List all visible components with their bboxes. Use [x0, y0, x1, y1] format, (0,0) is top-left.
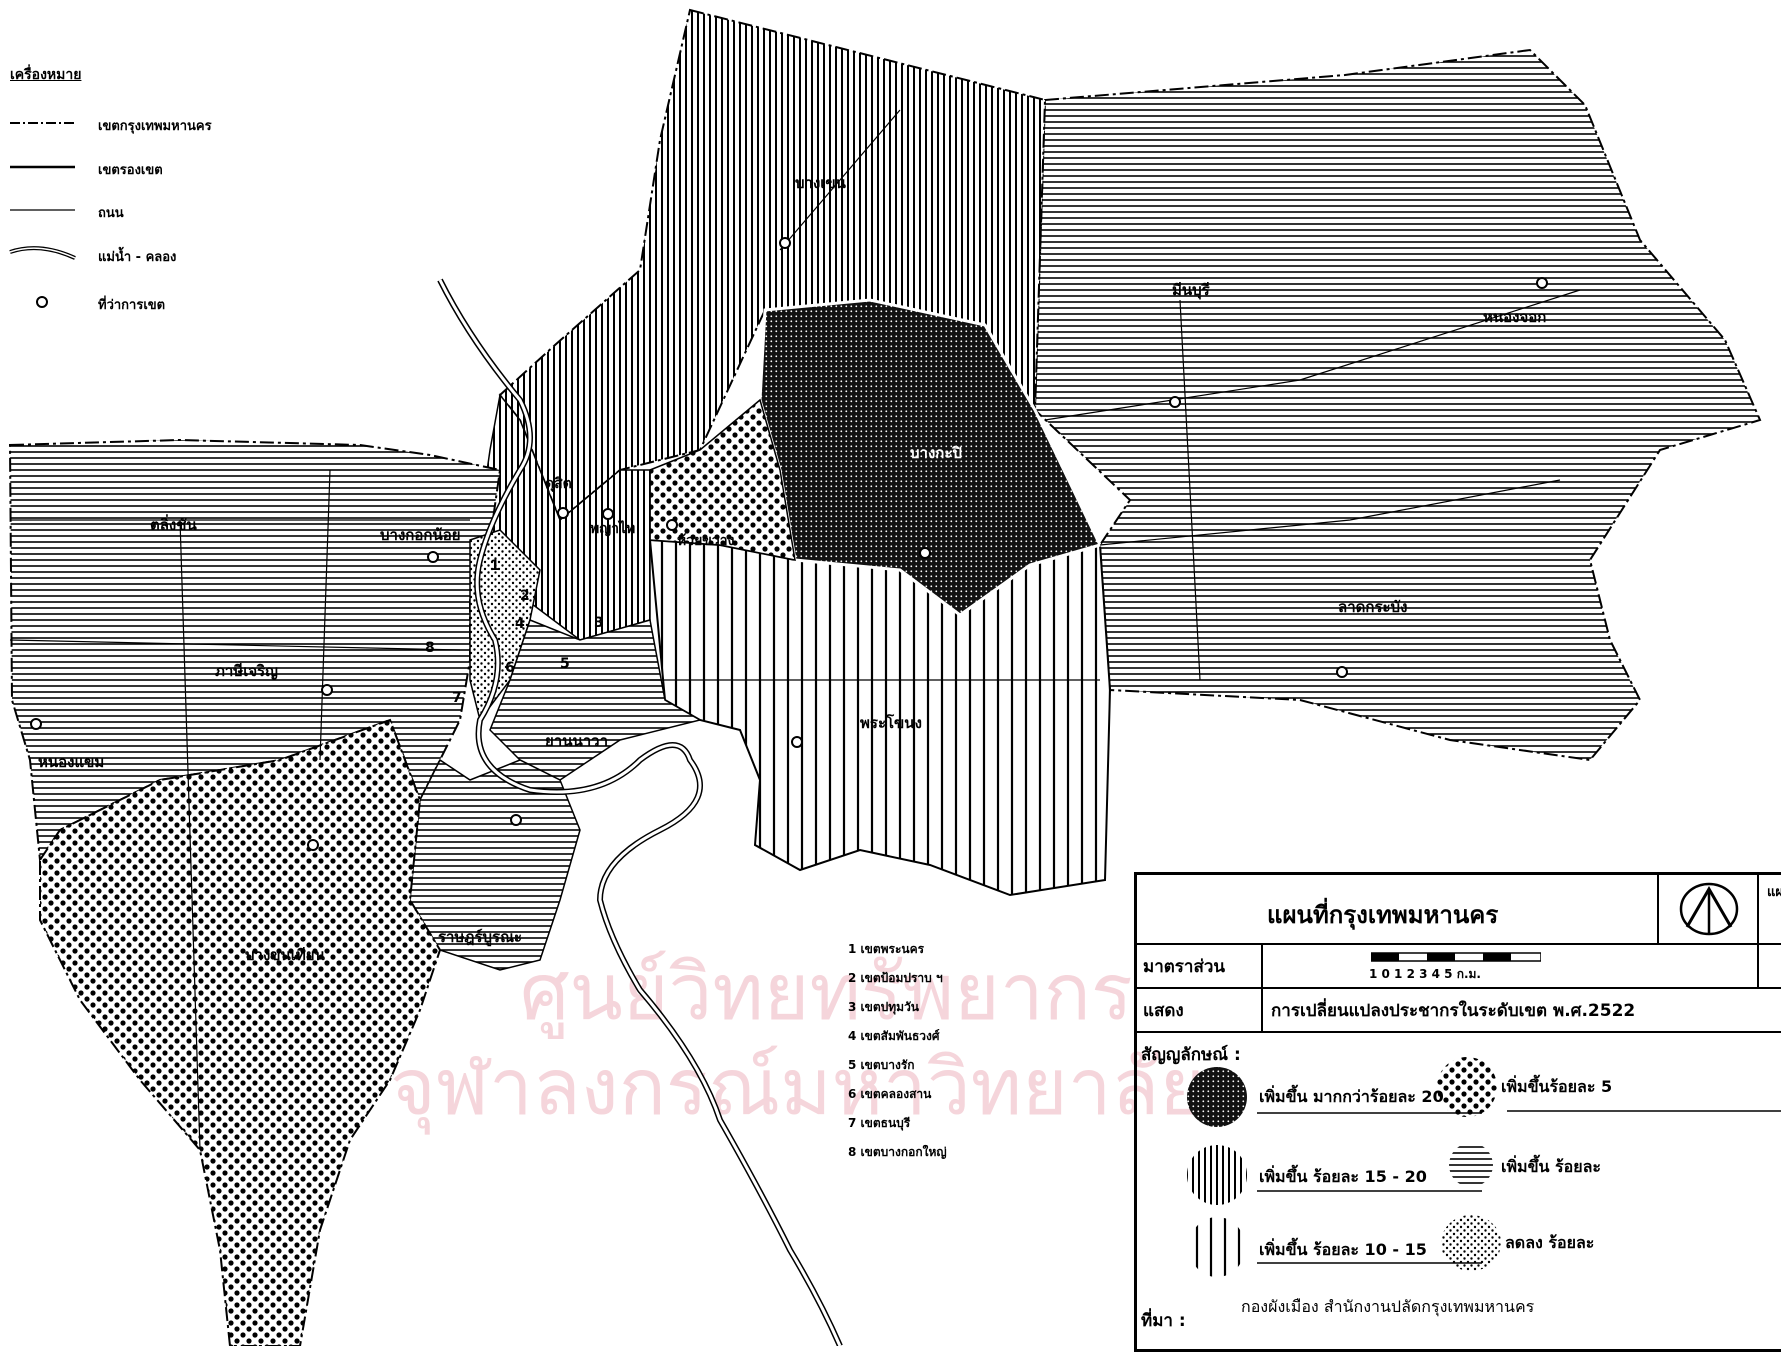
symbol-label-increase: เพิ่มขึ้น ร้อยละ: [1501, 1157, 1601, 1176]
list-item: 6 เขตคลองสาน: [848, 1087, 932, 1101]
inner-number-2: 2: [520, 588, 530, 604]
list-item: 7 เขตธนบุรี: [848, 1116, 911, 1130]
district-label-bang-khun-thian: บางขุนเทียน: [245, 946, 326, 965]
symbol-label-over-20: เพิ่มขึ้น มากกว่าร้อยละ 20: [1259, 1087, 1444, 1106]
info-scale-row: มาตราส่วน 1 0 1 2 3 4 5 ก.ม.: [1137, 943, 1781, 989]
district-label-bang-khen: บางเขน: [795, 174, 847, 192]
legend-item-road: ถนน: [98, 206, 124, 221]
show-label: แสดง: [1143, 1001, 1184, 1021]
district-label-min-buri: มีนบุรี: [1172, 281, 1211, 300]
numbered-district-list: 1 เขตพระนคร 2 เขตป้อมปราบ ฯ 3 เขตปทุมวัน…: [848, 935, 947, 1167]
district-label-phasi-charoen: ภาษีเจริญ: [215, 662, 278, 680]
inner-number-5: 5: [560, 656, 570, 672]
info-show-row: แสดง การเปลี่ยนแปลงประชากรในระดับเขต พ.ศ…: [1137, 987, 1781, 1033]
legend-item-river: แม่น้ำ - คลอง: [98, 250, 177, 265]
watermark-line2: จุฬาลงกรณ์มหาวิทยาลัย: [390, 1043, 1206, 1133]
inner-number-3: 3: [594, 615, 604, 631]
show-text: การเปลี่ยนแปลงประชากรในระดับเขต พ.ศ.2522: [1271, 1001, 1636, 1021]
zone-yan-nawa: [489, 619, 702, 781]
list-item: 1 เขตพระนคร: [848, 942, 925, 956]
district-label-bangkok-noi: บางกอกน้อย: [380, 526, 461, 544]
district-label-dusit: ดุสิต: [545, 476, 572, 492]
road-network: [9, 109, 1581, 1151]
district-label-huai-khwang: ห้วยขวาง: [677, 533, 735, 549]
list-item: 3 เขตปทุมวัน: [848, 1000, 920, 1014]
symbol-swatches: [1187, 1057, 1781, 1277]
district-label-phra-khanong: พระโขนง: [860, 713, 922, 732]
district-label-phaya-thai: พญาไท: [590, 519, 635, 537]
north-arrow-icon: [1679, 882, 1739, 936]
symbol-label-5: เพิ่มขึ้นร้อยละ 5: [1501, 1077, 1613, 1096]
symbols-label: สัญญลักษณ์ :: [1141, 1045, 1241, 1065]
source-text: กองผังเมือง สำนักงานปลัดกรุงเทพมหานคร: [1241, 1297, 1535, 1316]
symbol-label-15-20: เพิ่มขึ้น ร้อยละ 15 - 20: [1259, 1167, 1427, 1186]
scale-bar: [1371, 952, 1541, 962]
source-label: ที่มา :: [1141, 1311, 1186, 1331]
district-label-lat-krabang: ลาดกระบัง: [1338, 598, 1407, 616]
symbol-label-10-15: เพิ่มขึ้น ร้อยละ 10 - 15: [1259, 1240, 1427, 1259]
district-label-rat-burana: ราษฎร์บูรณะ: [438, 928, 522, 947]
inner-number-1: 1: [490, 558, 500, 574]
map-title: แผนที่กรุงเทพมหานคร: [1267, 901, 1499, 929]
inner-number-7: 7: [452, 690, 462, 706]
legend-symbols: [9, 122, 76, 308]
list-item: 4 เขตสัมพันธวงศ์: [848, 1029, 940, 1043]
legend-item-district-office: ที่ว่าการเขต: [98, 298, 166, 313]
district-office-markers: [30, 237, 1548, 851]
symbol-label-decrease: ลดลง ร้อยละ: [1505, 1233, 1595, 1252]
list-item: 5 เขตบางรัก: [848, 1058, 915, 1072]
map-info-box: แผนที่กรุงเทพมหานคร แผ มาตราส่วน 1 0 1 2…: [1134, 872, 1781, 1352]
list-item: 2 เขตป้อมปราบ ฯ: [848, 971, 943, 985]
district-label-yan-nawa: ยานนาวา: [545, 732, 608, 750]
list-item: 8 เขตบางกอกใหญ่: [848, 1145, 947, 1159]
scale-ticks: 1 0 1 2 3 4 5 ก.ม.: [1369, 967, 1481, 981]
legend-title: เครื่องหมาย: [10, 67, 82, 83]
district-label-bang-kapi: บางกะปิ: [910, 444, 962, 462]
inner-number-6: 6: [505, 660, 515, 676]
corner-label: แผ: [1767, 885, 1781, 900]
scale-label: มาตราส่วน: [1143, 957, 1226, 977]
district-label-nong-khaem: หนองแขม: [38, 753, 104, 771]
zone-bang-khun-thian: [39, 718, 442, 1346]
inner-number-4: 4: [515, 616, 525, 632]
legend-item-district-boundary: เขตรองเขต: [98, 163, 163, 178]
district-label-nong-chok: หนองจอก: [1483, 308, 1546, 326]
info-title-row: แผนที่กรุงเทพมหานคร แผ: [1137, 875, 1781, 945]
zone-huai-khwang: [649, 398, 796, 561]
legend-item-bma-boundary: เขตกรุงเทพมหานคร: [98, 119, 212, 134]
district-label-taling-chan: ตลิ่งชัน: [150, 514, 197, 534]
zone-east: [1033, 48, 1762, 762]
inner-number-8: 8: [425, 640, 435, 656]
